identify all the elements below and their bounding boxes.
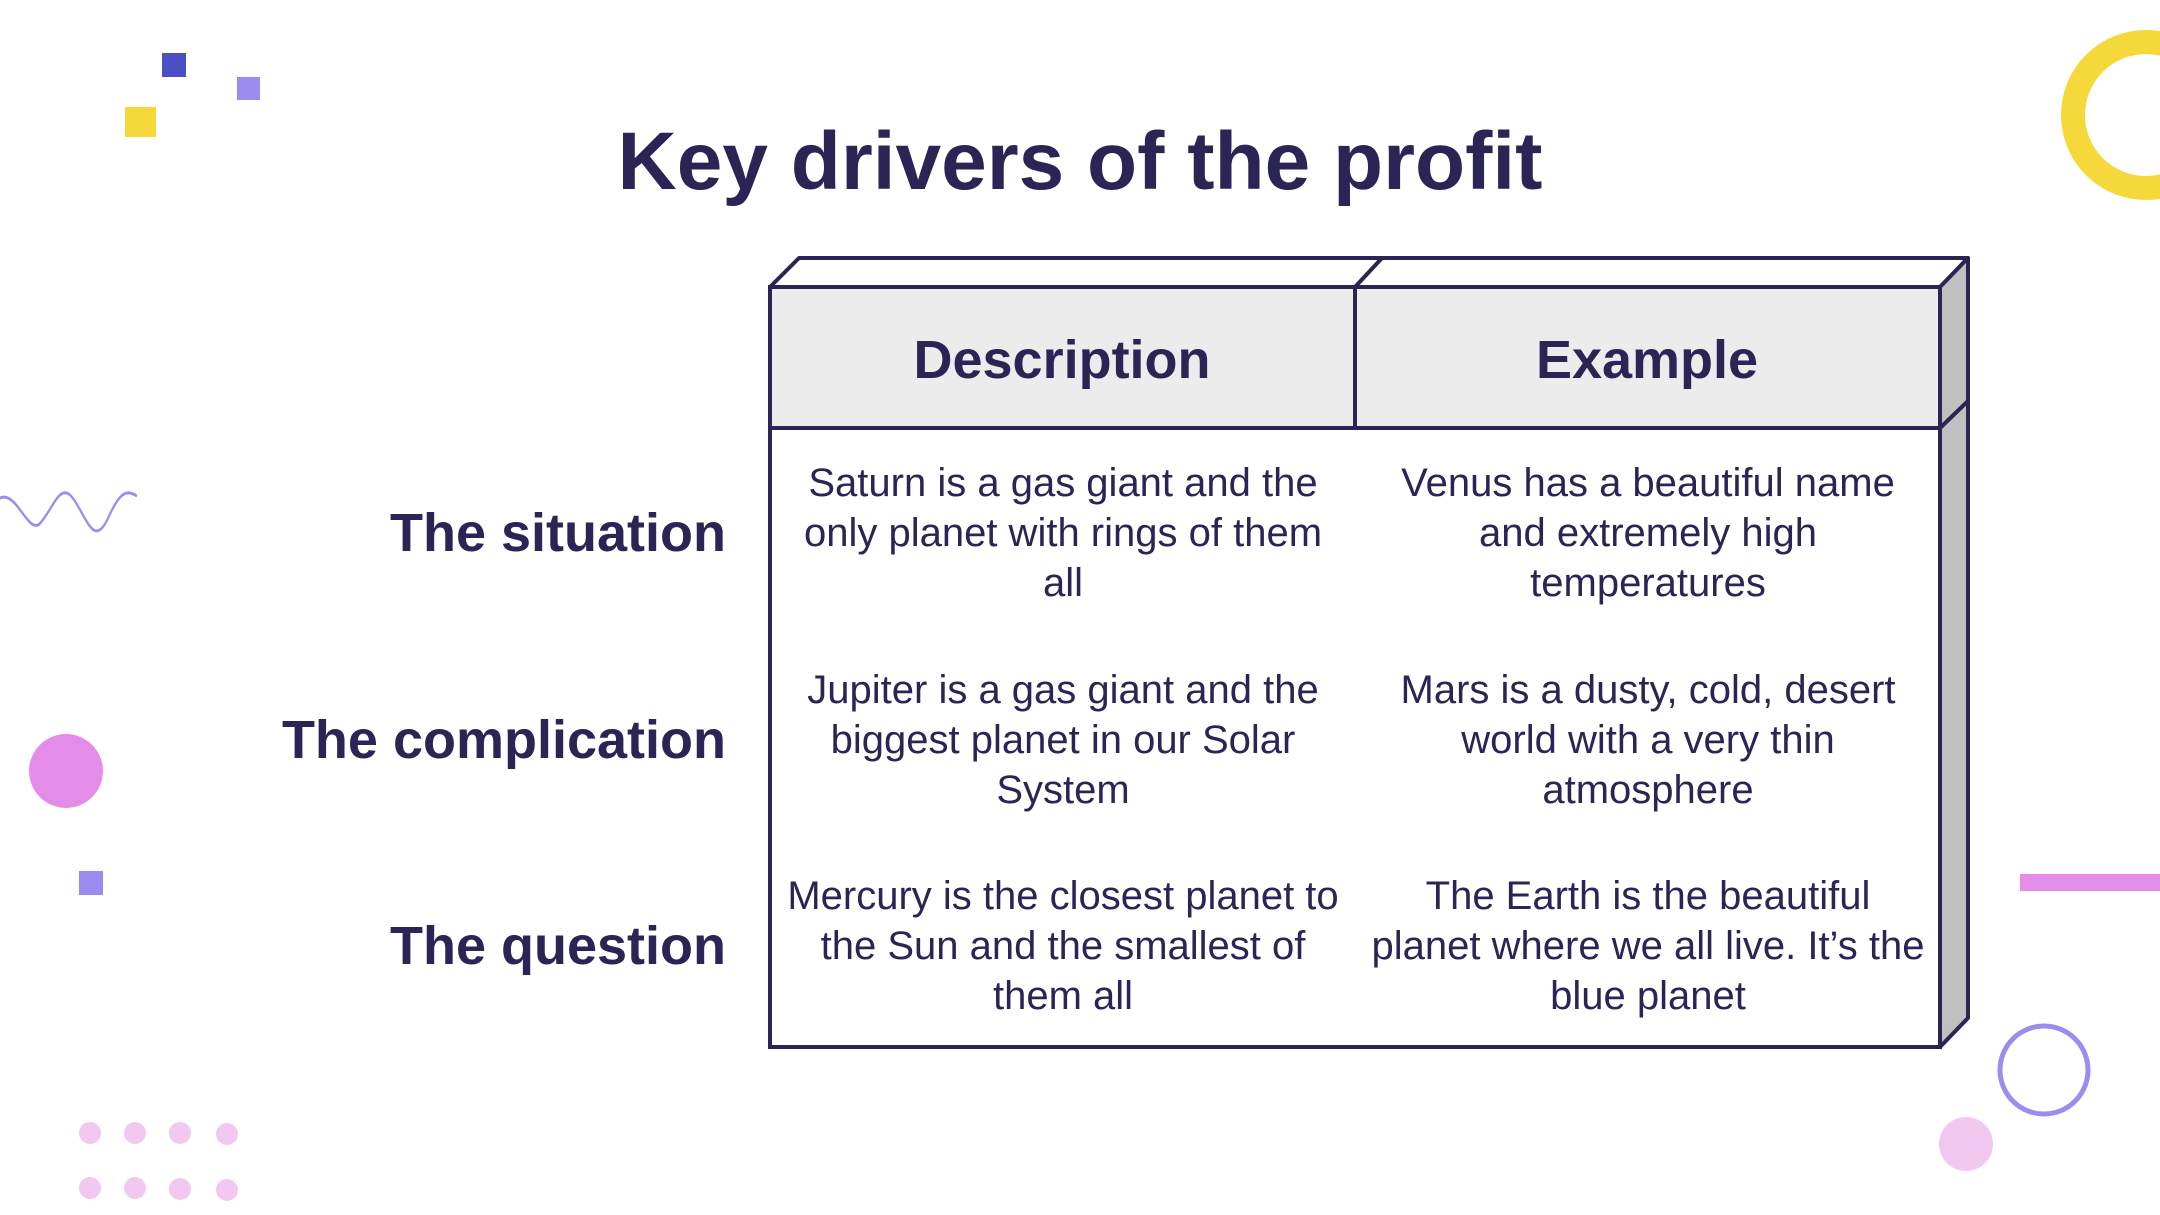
table-top-divider [1353, 256, 1384, 289]
cell-situation-example: Venus has a beautiful name and extremely… [1401, 461, 1895, 605]
row-label-complication: The complication [281, 710, 726, 770]
yellow-ring-deco [2061, 30, 2160, 200]
pink-dot-deco [29, 734, 103, 808]
cell-question-description: Mercury is the closest planet to the Sun… [787, 874, 1339, 1018]
cell-complication-example: Mars is a dusty, cold, desert world with… [1400, 668, 1896, 812]
blue-square-deco [162, 53, 186, 77]
pink-bar-deco [2020, 874, 2160, 891]
lavender-ring-deco [1997, 1023, 2091, 1117]
lavender-small-square-deco [79, 871, 103, 895]
dot-grid-deco [79, 1122, 238, 1201]
row-label-question: The question [390, 916, 726, 976]
header-example: Example [1535, 330, 1759, 390]
yellow-square-deco [125, 107, 156, 137]
light-pink-dot-deco [1939, 1117, 1993, 1171]
page-title: Key drivers of the profit [617, 116, 1543, 207]
wave-line-deco [0, 491, 138, 533]
table-body [768, 426, 1942, 1049]
table-side-face [1938, 256, 1970, 1049]
row-label-situation: The situation [390, 503, 726, 563]
cell-question-example: The Earth is the beautiful planet where … [1371, 874, 1925, 1018]
table-side-divider [1938, 399, 1970, 430]
cell-situation-description: Saturn is a gas giant and the only plane… [803, 461, 1323, 605]
header-description: Description [913, 330, 1211, 390]
lavender-square-deco [237, 77, 260, 100]
cell-complication-description: Jupiter is a gas giant and the biggest p… [807, 668, 1319, 812]
